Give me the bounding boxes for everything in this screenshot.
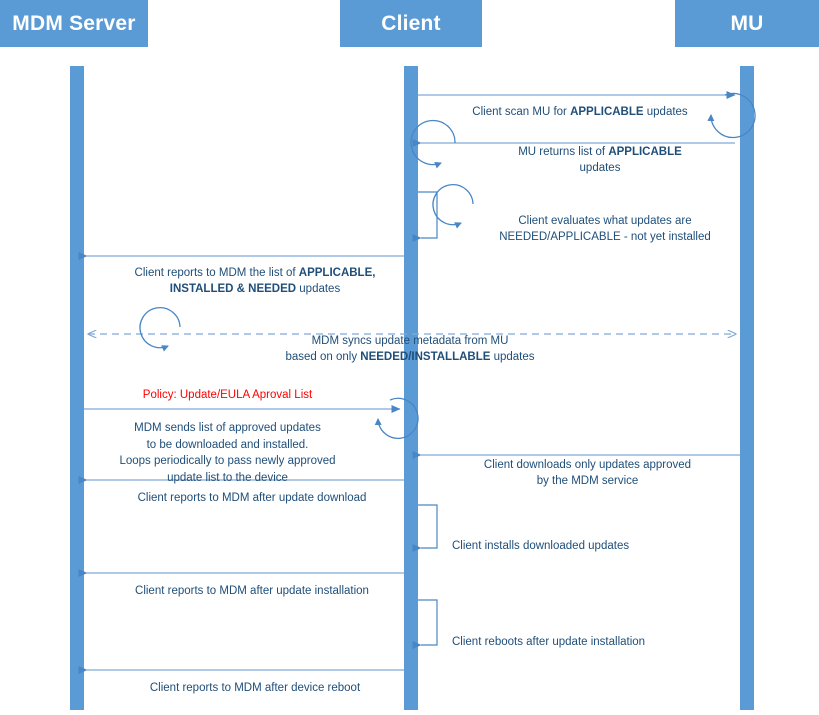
lifeline-mdm-server	[70, 66, 84, 710]
message-text-m1: Client scan MU for APPLICABLE updates	[472, 105, 688, 118]
actor-label-mdm-server: MDM Server	[12, 11, 136, 35]
message-text-m8: Client reports to MDM after update downl…	[137, 491, 367, 504]
message-text-m11: Client reboots after update installation	[452, 635, 646, 648]
actor-box-client[interactable]: Client	[340, 0, 482, 47]
message-label-m10: Client reports to MDM after update insta…	[112, 566, 392, 599]
actor-box-mdm-server[interactable]: MDM Server	[0, 0, 148, 47]
message-label-m12: Client reports to MDM after device reboo…	[120, 663, 390, 696]
lifeline-client	[404, 66, 418, 710]
message-label-m8: Client reports to MDM after update downl…	[112, 473, 392, 506]
message-label-m11: Client reboots after update installation	[452, 617, 702, 650]
message-arrow-m11	[412, 599, 438, 649]
actor-label-mu: MU	[730, 11, 764, 35]
message-policy-text-m6: Policy: Update/EULA Aproval List	[142, 388, 313, 401]
message-label-m4: Client reports to MDM the list of APPLIC…	[110, 248, 400, 298]
message-arrow-m3	[412, 184, 474, 242]
lifeline-mu	[740, 66, 754, 710]
actor-box-mu[interactable]: MU	[675, 0, 819, 47]
message-label-m6: Policy: Update/EULA Aproval List MDM sen…	[95, 370, 360, 487]
message-text-m10: Client reports to MDM after update insta…	[135, 584, 369, 597]
message-text-m9: Client installs downloaded updates	[452, 539, 630, 552]
message-label-m9: Client installs downloaded updates	[452, 521, 692, 554]
message-label-m1: Client scan MU for APPLICABLE updates	[460, 87, 700, 120]
message-text-m4: Client reports to MDM the list of APPLIC…	[134, 266, 376, 296]
message-arrow-m9	[412, 504, 438, 552]
message-text-m12: Client reports to MDM after device reboo…	[149, 681, 361, 694]
actor-label-client: Client	[381, 11, 441, 35]
